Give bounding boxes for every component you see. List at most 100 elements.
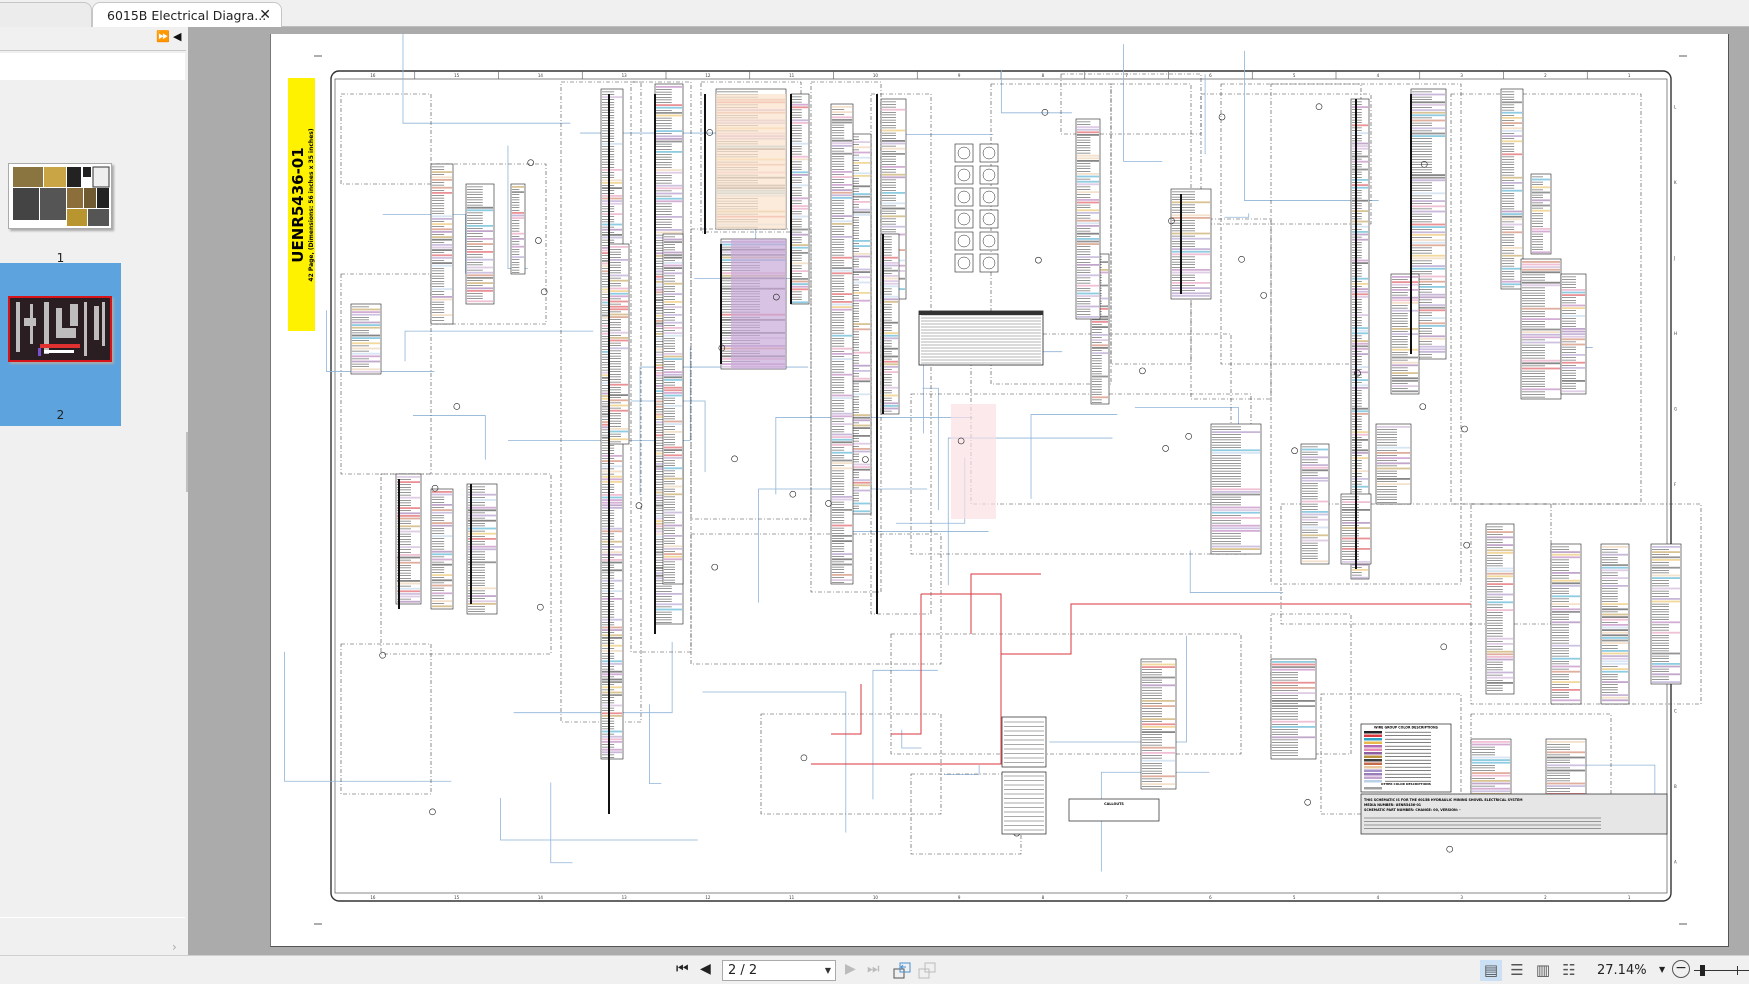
wire-color-stripe xyxy=(1602,626,1628,629)
tab-document[interactable]: 6015B Electrical Diagra... ✕ xyxy=(92,2,282,27)
signal-wire xyxy=(1204,74,1206,155)
wire-color-stripe xyxy=(664,431,682,433)
wire-color-stripe xyxy=(468,587,496,590)
wire-color-stripe xyxy=(1352,563,1368,566)
wire-color-stripe xyxy=(832,223,852,225)
sidebar-splitter[interactable] xyxy=(186,27,188,955)
wire-color-stripe xyxy=(1077,201,1099,204)
wire-color-stripe xyxy=(1522,263,1560,266)
wire-color-stripe xyxy=(1487,653,1513,656)
wire-color-stripe xyxy=(432,491,452,493)
wire-color-stripe xyxy=(397,481,420,483)
wire-color-stripe xyxy=(842,175,870,177)
wire-color-stripe xyxy=(842,380,870,383)
wire-color-stripe xyxy=(352,360,380,363)
wire-color-stripe xyxy=(1652,663,1680,665)
wire-color-stripe xyxy=(1212,431,1260,433)
fit-page-icon[interactable] xyxy=(892,961,912,980)
double-chevron-right-icon[interactable]: ⏩ xyxy=(156,30,170,43)
zoom-slider-thumb[interactable] xyxy=(1700,965,1705,976)
thumbnail-page-1[interactable]: 1 xyxy=(0,127,121,277)
facing-view-button[interactable]: ▥ xyxy=(1535,961,1551,979)
component-symbol xyxy=(1238,256,1245,263)
wire-color-stripe xyxy=(664,306,682,308)
zoom-dropdown-icon[interactable]: ▼ xyxy=(1659,965,1666,974)
page-1-thumbnail-image xyxy=(8,163,112,229)
wire-color-stripe xyxy=(602,470,622,473)
legend-swatch xyxy=(1364,741,1382,744)
continuous-facing-view-button[interactable]: ☷ xyxy=(1562,961,1576,979)
single-page-view-button[interactable]: ▤ xyxy=(1480,960,1502,981)
wire-color-stripe xyxy=(1092,339,1108,341)
close-icon[interactable]: ✕ xyxy=(259,7,271,23)
last-page-icon[interactable]: ⏭ xyxy=(867,961,880,977)
next-page-icon[interactable]: ▶ xyxy=(845,961,856,977)
first-page-icon[interactable]: ⏮ xyxy=(676,961,689,977)
wire-color-stripe xyxy=(468,545,496,548)
wire-color-stripe xyxy=(842,292,870,294)
wire-color-stripe xyxy=(832,579,852,581)
wire-color-stripe xyxy=(1392,390,1418,393)
wire-color-stripe xyxy=(1412,280,1445,283)
wire-color-stripe xyxy=(1172,271,1210,274)
wire-color-stripe xyxy=(610,295,628,298)
wire-color-stripe xyxy=(397,593,420,595)
continuous-view-button[interactable]: ☰ xyxy=(1510,961,1524,979)
wire-color-stripe xyxy=(432,535,452,537)
wire-color-stripe xyxy=(468,600,496,603)
zoom-out-button[interactable]: − xyxy=(1672,960,1690,978)
wire-color-stripe xyxy=(1532,204,1550,207)
wire-color-stripe xyxy=(602,561,622,564)
page-select[interactable]: 2 / 2 ▼ xyxy=(722,960,836,981)
tab-label: 6015B Electrical Diagra... xyxy=(107,8,267,23)
wire-color-stripe xyxy=(842,299,870,302)
wire-color-stripe xyxy=(1302,513,1328,516)
wire-color-stripe xyxy=(842,479,870,481)
thumbnail-page-2[interactable]: 2 xyxy=(0,263,121,426)
triangle-left-icon[interactable]: ◀ xyxy=(173,30,182,43)
zone-label-bottom: 9 xyxy=(958,895,961,900)
wire-color-stripe xyxy=(664,353,682,355)
wire-color-stripe xyxy=(432,186,452,189)
wire-color-stripe xyxy=(1077,292,1099,295)
prev-page-icon[interactable]: ◀ xyxy=(700,961,711,977)
wire-color-stripe xyxy=(1487,601,1513,604)
wire-color-stripe xyxy=(352,371,380,373)
sidebar-search-input[interactable] xyxy=(0,53,185,80)
wire-color-stripe xyxy=(432,522,452,524)
wire-color-stripe xyxy=(664,511,682,514)
zoom-level[interactable]: 27.14% xyxy=(1597,963,1647,978)
wire-color-stripe xyxy=(1392,372,1418,374)
wire-color-stripe xyxy=(1212,506,1260,509)
zone-label-bottom: 6 xyxy=(1209,895,1212,900)
wire-color-stripe xyxy=(842,450,870,453)
wire-color-stripe xyxy=(664,238,682,241)
wire-color-stripe xyxy=(1652,556,1680,559)
wire-color-stripe xyxy=(1302,448,1328,451)
wire-color-stripe xyxy=(432,296,452,298)
wire-color-stripe xyxy=(610,438,628,441)
wire-color-stripe xyxy=(664,379,682,381)
wire-color-stripe xyxy=(352,334,380,337)
wire-color-stripe xyxy=(1272,681,1315,684)
wire-color-stripe xyxy=(882,355,898,358)
zone-label-bottom: 3 xyxy=(1460,895,1463,900)
wire-color-stripe xyxy=(1212,527,1260,530)
wire-color-stripe xyxy=(1562,330,1585,333)
wire-color-stripe xyxy=(656,114,682,117)
wire-color-stripe xyxy=(1552,644,1580,647)
wire-color-stripe xyxy=(432,563,452,566)
wire-color-stripe xyxy=(832,558,852,561)
tab-previous[interactable] xyxy=(0,2,92,27)
wire-color-stripe xyxy=(1532,191,1550,194)
scroll-right-icon[interactable]: › xyxy=(172,940,177,954)
wire-color-stripe xyxy=(664,405,682,407)
wire-color-stripe xyxy=(1562,294,1585,296)
zoom-slider[interactable] xyxy=(1694,970,1749,971)
relay-coil xyxy=(957,190,971,204)
wire-color-stripe xyxy=(1092,375,1108,378)
wire-color-stripe xyxy=(882,166,905,168)
fit-width-icon[interactable] xyxy=(917,961,937,980)
signal-wire xyxy=(326,310,435,372)
